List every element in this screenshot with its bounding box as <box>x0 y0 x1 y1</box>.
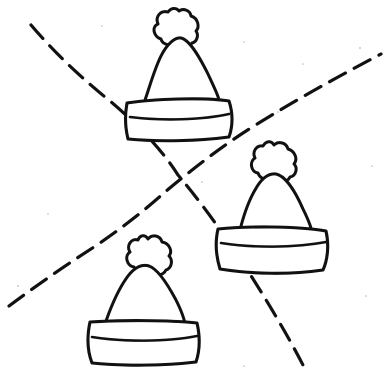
santa-hat-bottom-left-body <box>106 265 185 324</box>
santa-hat-right-brim <box>216 227 327 273</box>
santa-hat-bottom-left-brim <box>88 321 199 366</box>
santa-hat-top-body <box>144 38 220 104</box>
santa-hat-top <box>126 8 232 140</box>
santa-hat-bottom-left <box>88 236 199 365</box>
santa-hat-right <box>216 142 327 274</box>
